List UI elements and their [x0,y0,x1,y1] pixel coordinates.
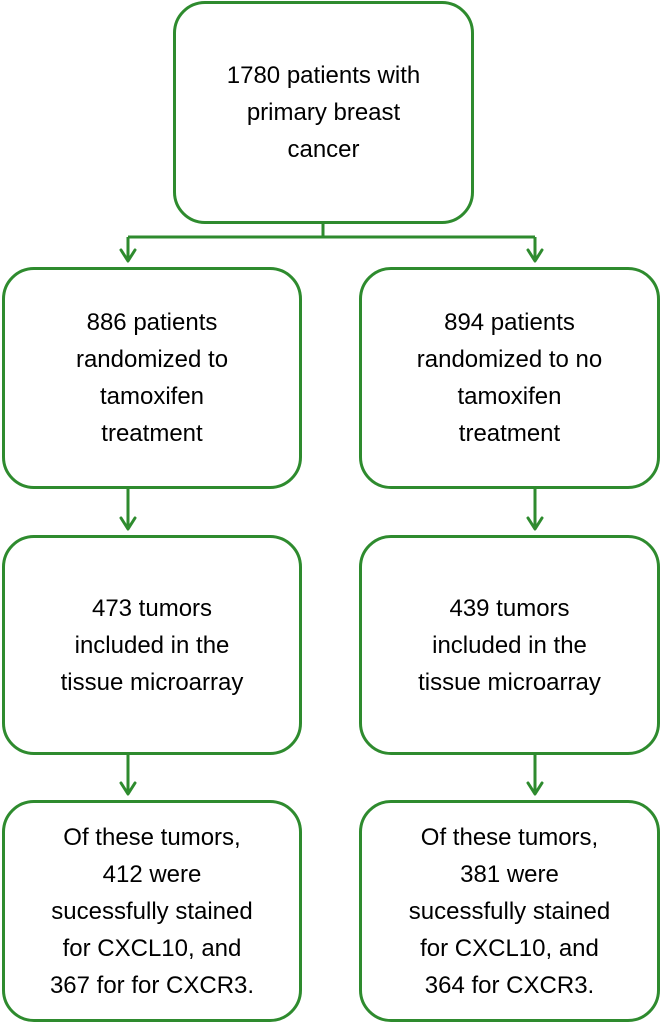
arrowhead-tamoxifen-tma [119,516,137,531]
node-tamoxifen-tma-label: 473 tumors included in the tissue microa… [60,594,244,696]
node-root-label: 1780 patients with primary breast cancer [226,62,421,163]
node-no-tamoxifen-arm-label: 894 patients randomized to no tamoxifen … [416,309,603,447]
arrowhead-tamoxifen-stained [119,781,137,796]
node-no-tamoxifen-stained-label: Of these tumors, 381 were sucessfully st… [408,823,611,999]
arrowhead-no-tamoxifen-arm [526,248,544,263]
node-tamoxifen-stained: Of these tumors, 412 were sucessfully st… [2,800,302,1022]
node-tamoxifen-tma: 473 tumors included in the tissue microa… [2,535,302,755]
node-no-tamoxifen-tma: 439 tumors included in the tissue microa… [359,535,660,755]
arrowhead-no-tamoxifen-tma [526,516,544,531]
node-tamoxifen-arm: 886 patients randomized to tamoxifen tre… [2,267,302,489]
node-tamoxifen-arm-label: 886 patients randomized to tamoxifen tre… [75,309,229,447]
node-no-tamoxifen-arm: 894 patients randomized to no tamoxifen … [359,267,660,489]
node-no-tamoxifen-tma-label: 439 tumors included in the tissue microa… [418,594,601,696]
arrowhead-tamoxifen-arm [119,248,137,263]
arrowhead-no-tamoxifen-stained [526,781,544,796]
node-tamoxifen-stained-label: Of these tumors, 412 were sucessfully st… [49,823,255,999]
node-no-tamoxifen-stained: Of these tumors, 381 were sucessfully st… [359,800,660,1022]
node-root: 1780 patients with primary breast cancer [173,1,474,224]
